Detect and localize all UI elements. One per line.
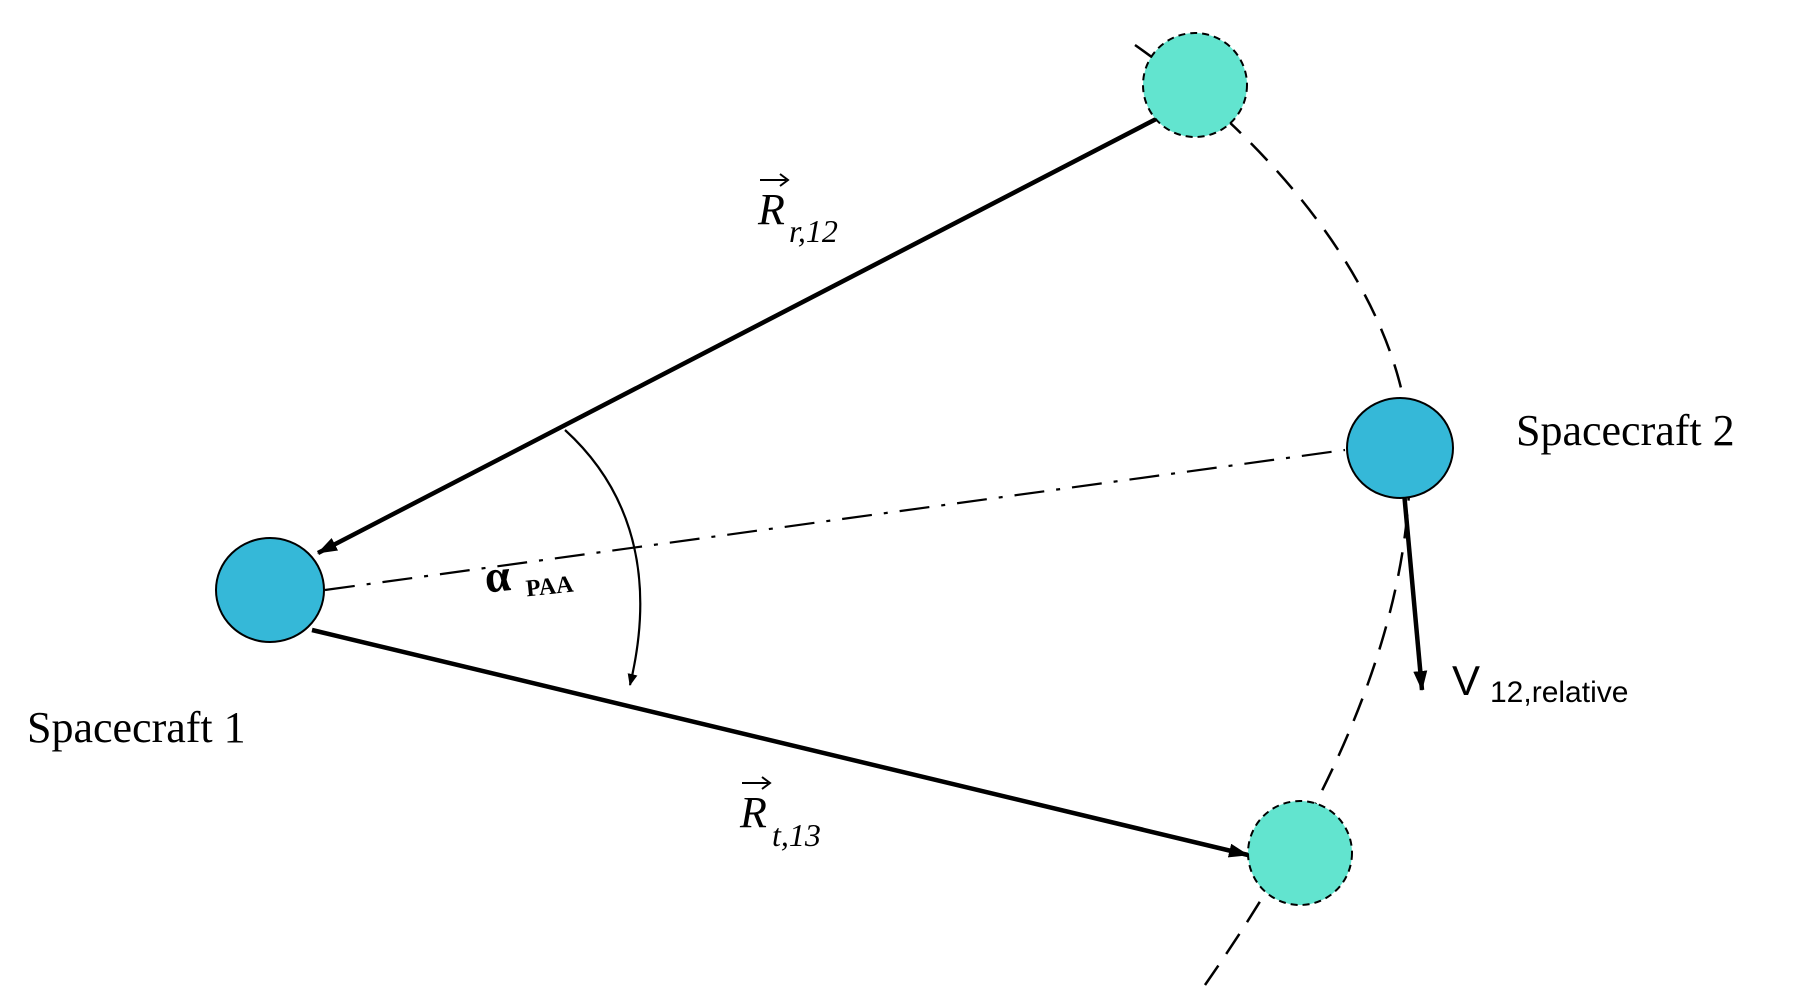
angle-subscript: PAA — [525, 572, 576, 603]
received-vector-label: R r,12 — [757, 173, 838, 249]
velocity-label: V 12,relative — [1452, 657, 1628, 709]
transmit-vector-arrow — [311, 627, 1249, 858]
transmit-vector-label: R t,13 — [739, 776, 821, 853]
spacecraft-1-label: Spacecraft 1 — [27, 703, 246, 752]
spacecraft-2-label: Spacecraft 2 — [1516, 406, 1735, 455]
angle-arc — [564, 429, 642, 686]
received-vector-main: R — [757, 185, 785, 234]
spacecraft-1-body — [215, 537, 325, 643]
line-of-sight — [324, 448, 1346, 592]
velocity-subscript: 12,relative — [1490, 676, 1628, 709]
ghost-spacecraft-top — [1142, 32, 1248, 138]
transmit-vector-subscript: t,13 — [772, 817, 821, 853]
received-vector-arrow — [316, 115, 1162, 555]
angle-label: α PAA — [482, 549, 576, 603]
ghost-spacecraft-bottom — [1247, 800, 1353, 906]
transmit-vector-main: R — [739, 788, 767, 837]
spacecraft-2-body — [1346, 397, 1454, 499]
angle-symbol: α — [482, 549, 513, 602]
received-vector-subscript: r,12 — [789, 213, 838, 249]
velocity-main: V — [1452, 657, 1480, 704]
